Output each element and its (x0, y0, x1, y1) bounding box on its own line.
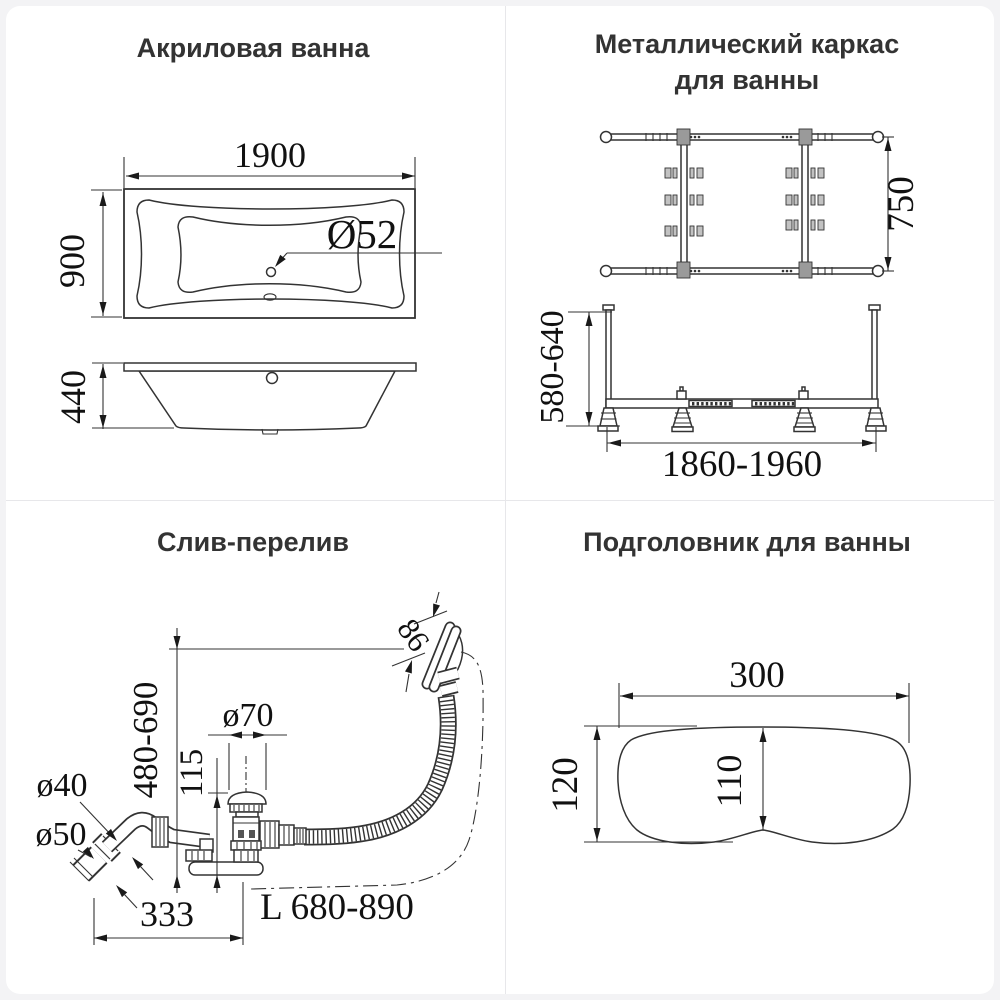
drain-dim-pipe50: ø50 (36, 816, 138, 909)
frame-title: Металлический каркас для ванны (500, 26, 994, 98)
drain-dim-base: 333 (93, 882, 244, 945)
svg-text:120: 120 (545, 757, 586, 813)
svg-text:580-640: 580-640 (534, 310, 571, 423)
svg-text:110: 110 (709, 755, 749, 808)
tub-title: Акриловая ванна (136, 33, 370, 63)
frame-dim-depth: 750 (881, 136, 922, 272)
strip-holes (692, 402, 795, 406)
overflow-head (421, 621, 464, 697)
svg-text:333: 333 (140, 894, 194, 934)
drain-dim-valve-height: 115 (174, 749, 228, 893)
rail-holes (689, 135, 793, 273)
overflow-hole (265, 371, 279, 385)
tub-dim-width: 900 (52, 189, 122, 318)
headrest-dim-width: 300 (618, 655, 910, 743)
svg-text:ø40: ø40 (37, 767, 88, 804)
spec-sheet-card: Акриловая ванна 1900 (6, 6, 994, 994)
frame-dim-length: 1860-1960 (606, 427, 877, 485)
svg-text:440: 440 (53, 370, 93, 424)
headrest-dim-height: 120 (545, 725, 733, 843)
svg-text:900: 900 (52, 234, 92, 288)
horizontal-divider (6, 500, 994, 501)
tub-dim-drain: Ø52 (275, 211, 442, 267)
hose-length-line (250, 651, 484, 890)
tub-dim-length: 1900 (123, 135, 416, 188)
tub-drawing: 1900 900 Ø52 (52, 135, 442, 435)
drain-valve (185, 791, 307, 876)
tub-side-view (123, 362, 417, 435)
headrest-title: Подголовник для ванны (583, 527, 911, 557)
frame-brackets (664, 167, 825, 237)
quadrant-acrylic-tub: Акриловая ванна 1900 (6, 6, 500, 500)
svg-text:Ø52: Ø52 (327, 211, 398, 257)
drain-dim-hose-length: L 680-890 (260, 887, 414, 928)
headrest-dim-inner-height: 110 (709, 728, 767, 830)
frame-title-line1: Металлический каркас (594, 29, 900, 59)
frame-front-view (597, 304, 887, 433)
drain-hole (265, 266, 277, 278)
svg-text:86: 86 (390, 612, 436, 657)
quadrant-metal-frame: Металлический каркас для ванны (500, 6, 994, 500)
headrest-drawing: 300 120 110 (545, 655, 911, 845)
overflow-hose (303, 694, 457, 846)
svg-text:1900: 1900 (234, 135, 306, 175)
frame-title-line2: для ванны (674, 65, 820, 95)
quadrant-headrest: Подголовник для ванны 300 120 (500, 500, 994, 994)
rail-ticks (645, 133, 833, 275)
svg-text:1860-1960: 1860-1960 (662, 444, 822, 485)
drain-drawing: 480-690 ø70 115 (36, 591, 484, 945)
drain-title: Слив-перелив (156, 527, 350, 557)
svg-text:ø50: ø50 (36, 816, 87, 853)
drain-dim-height-range: 480-690 (126, 628, 404, 893)
drain-dim-cap: ø70 (208, 697, 287, 790)
svg-text:ø70: ø70 (223, 697, 274, 734)
drain-dim-pipe40: ø40 (37, 767, 154, 881)
quadrant-drain-overflow: Слив-перелив (6, 500, 500, 994)
svg-text:750: 750 (881, 176, 922, 232)
tub-dim-height: 440 (53, 362, 174, 429)
overflow-slot (263, 293, 277, 301)
drain-pipes (69, 811, 214, 882)
svg-text:115: 115 (174, 749, 210, 797)
frame-top-view (599, 128, 885, 279)
svg-text:300: 300 (729, 655, 785, 696)
svg-text:480-690: 480-690 (126, 682, 165, 799)
frame-drawing: 750 (534, 128, 922, 485)
frame-dim-height: 580-640 (534, 310, 620, 427)
headrest-outline (617, 726, 911, 845)
